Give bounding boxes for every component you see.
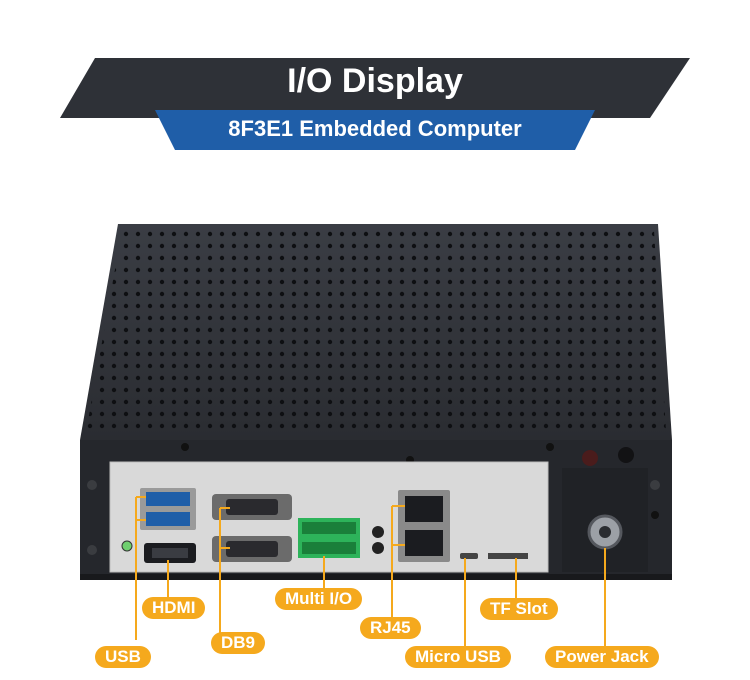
header-banner (60, 58, 690, 150)
multi-io-label: Multi I/O (275, 588, 363, 610)
page-title: I/O Display (287, 62, 463, 100)
rj45-label: RJ45 (360, 617, 421, 639)
button-bottom (372, 542, 384, 554)
tf-card-slot (488, 553, 528, 559)
micro-usb-label: Micro USB (405, 646, 511, 668)
usb-label: USB (95, 646, 151, 668)
chassis-bottom-edge (80, 574, 672, 580)
usb-port-bottom (146, 512, 190, 526)
rj45-port-top (405, 496, 443, 522)
hdmi-label: HDMI (142, 597, 206, 619)
rj45-port-bottom (405, 530, 443, 556)
status-led (121, 540, 133, 552)
banner-blue-band (155, 110, 595, 150)
button-top (372, 526, 384, 538)
db9-label: DB9 (211, 632, 266, 654)
callout-lines (135, 496, 606, 646)
page-subtitle: 8F3E1 Embedded Computer (228, 116, 522, 141)
power-jack-label: Power Jack (545, 646, 659, 668)
banner-dark-band (60, 58, 690, 118)
chassis-ventilation-holes (86, 230, 666, 432)
micro-usb-port (460, 553, 478, 559)
usb-port-top (146, 492, 190, 506)
tf-slot-label: TF Slot (480, 598, 558, 620)
